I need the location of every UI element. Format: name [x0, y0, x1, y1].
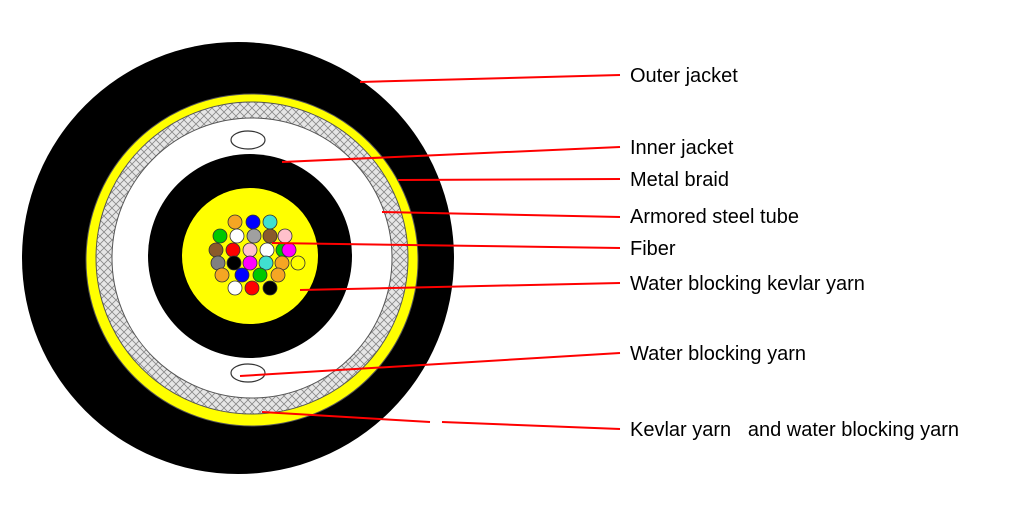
fiber-strand	[229, 228, 245, 244]
label-fiber: Fiber	[630, 238, 676, 260]
fiber-bundle	[208, 214, 306, 296]
label-armored-steel-tube: Armored steel tube	[630, 206, 799, 228]
fiber-strand	[258, 255, 274, 271]
leader-kevlar-and-water-blocking-yarn-b	[441, 421, 621, 430]
water-blocking-yarn-top	[230, 130, 266, 150]
fiber-strand	[262, 280, 278, 296]
leader-water-blocking-yarn	[239, 352, 621, 377]
fiber-strand	[242, 255, 258, 271]
fiber-strand	[245, 214, 261, 230]
label-inner-jacket: Inner jacket	[630, 137, 734, 159]
cable-cross-section	[22, 42, 454, 474]
label-metal-braid: Metal braid	[630, 169, 729, 191]
fiber-strand	[244, 280, 260, 296]
leader-metal-braid	[397, 178, 621, 181]
fiber-strand	[277, 228, 293, 244]
fiber-strand	[227, 214, 243, 230]
fiber-strand	[270, 267, 286, 283]
leader-outer-jacket	[359, 74, 621, 83]
label-outer-jacket: Outer jacket	[630, 65, 738, 87]
fiber-strand	[227, 280, 243, 296]
fiber-strand	[252, 267, 268, 283]
leader-kevlar-and-water-blocking-yarn-a	[261, 411, 431, 423]
label-kevlar-and-water-blocking-yarn: Kevlar yarn and water blocking yarn	[630, 419, 959, 441]
fiber-strand	[208, 242, 224, 258]
leader-fiber	[271, 242, 621, 249]
fiber-strand	[234, 267, 250, 283]
leader-armored-steel-tube	[381, 211, 621, 218]
water-blocking-yarn-bottom	[230, 363, 266, 383]
fiber-strand	[246, 228, 262, 244]
fiber-strand	[290, 255, 306, 271]
fiber-strand	[212, 228, 228, 244]
fiber-strand	[214, 267, 230, 283]
label-water-blocking-kevlar-yarn: Water blocking kevlar yarn	[630, 273, 865, 295]
label-group: Outer jacket Inner jacket Metal braid Ar…	[630, 65, 959, 441]
fiber-strand	[225, 242, 241, 258]
leader-inner-jacket	[281, 146, 621, 163]
fiber-strand	[259, 242, 275, 258]
fiber-strand	[262, 214, 278, 230]
fiber-strand	[281, 242, 297, 258]
fiber-strand	[262, 228, 278, 244]
fiber-strand	[242, 242, 258, 258]
leader-water-blocking-kevlar-yarn	[299, 282, 621, 291]
label-water-blocking-yarn: Water blocking yarn	[630, 343, 806, 365]
fiber-strand	[226, 255, 242, 271]
leader-lines	[239, 74, 621, 430]
